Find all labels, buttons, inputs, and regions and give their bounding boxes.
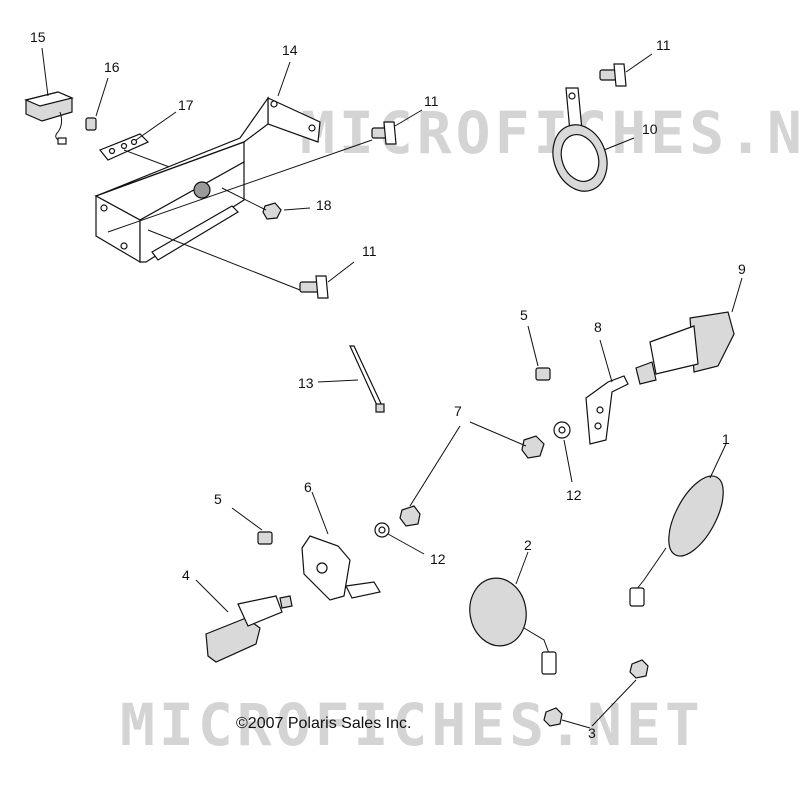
part-7-nut-lower [399, 505, 421, 527]
callout-5-lower: 5 [214, 491, 222, 507]
callout-18: 18 [316, 197, 332, 213]
part-1-mirror-right [629, 475, 724, 607]
callout-1: 1 [722, 431, 730, 447]
callout-6: 6 [304, 479, 312, 495]
part-15-connector [24, 91, 74, 145]
part-3-nut-left [543, 707, 563, 727]
callout-13: 13 [298, 375, 314, 391]
part-11-bolt-top [599, 63, 627, 87]
callout-5-upper: 5 [520, 307, 528, 323]
callout-17: 17 [178, 97, 194, 113]
callout-3: 3 [588, 725, 596, 741]
callout-11-top: 11 [656, 37, 671, 53]
part-7-nut-upper [521, 435, 545, 459]
part-10-horn [552, 87, 608, 192]
part-2-mirror-left [469, 577, 557, 675]
callout-15: 15 [30, 29, 46, 45]
copyright-notice: ©2007 Polaris Sales Inc. [236, 715, 411, 732]
part-12-washer-upper [553, 421, 571, 439]
part-8-bracket [585, 375, 629, 445]
callout-12-upper: 12 [566, 487, 582, 503]
callout-9: 9 [738, 261, 746, 277]
callout-4: 4 [182, 567, 190, 583]
callout-10: 10 [642, 121, 658, 137]
part-14-bracket [94, 96, 321, 264]
callout-11-lower: 11 [362, 243, 377, 259]
part-13-cable-tie [349, 345, 385, 413]
part-18-nut [262, 202, 282, 220]
part-11-bolt-lower [299, 275, 329, 299]
callout-11-mid: 11 [424, 93, 439, 109]
callout-7-upper: 7 [454, 403, 462, 419]
watermark-bottom: MICROFICHES.NET [120, 691, 704, 759]
part-6-bracket [301, 535, 381, 601]
callout-8: 8 [594, 319, 602, 335]
callout-14: 14 [282, 42, 298, 58]
part-12-washer-lower [374, 522, 390, 538]
part-3-nut-right [629, 659, 649, 679]
part-17-plate [99, 133, 150, 161]
part-4-turn-signal [205, 595, 293, 663]
part-9-turn-signal [635, 311, 735, 385]
part-5-screw-lower [257, 531, 273, 545]
callout-16: 16 [104, 59, 120, 75]
callout-2: 2 [524, 537, 532, 553]
part-11-bolt-mid [371, 121, 397, 145]
callout-12-lower: 12 [430, 551, 446, 567]
part-16-nut [85, 117, 97, 131]
part-5-screw-upper [535, 367, 551, 381]
